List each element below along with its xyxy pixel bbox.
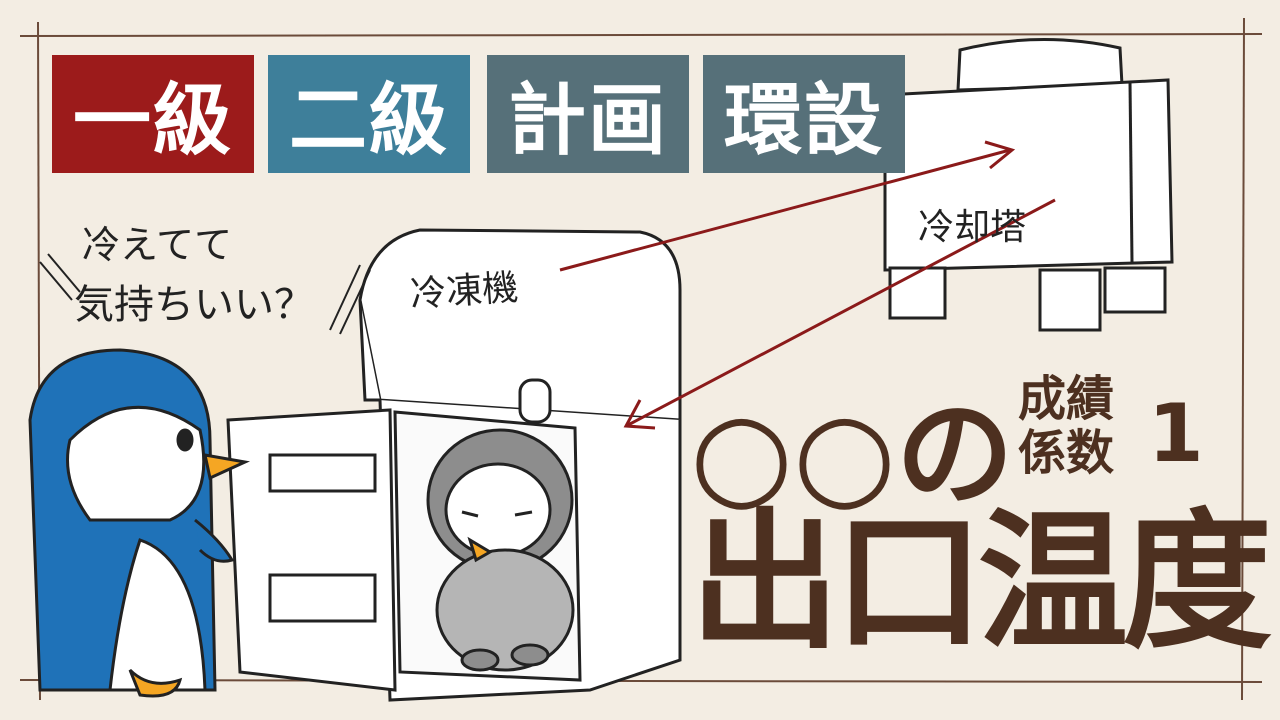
frame-lines — [19, 17, 1263, 701]
title-prefix: ○○の — [690, 385, 1014, 523]
cooling-tower-label: 冷却塔 — [918, 207, 1027, 248]
tag-keikaku: 計画 — [487, 55, 689, 173]
score-label: 成績 係数 1 — [1018, 371, 1204, 481]
emphasis-marks — [39, 253, 371, 335]
score-line-2: 係数 — [1018, 425, 1115, 481]
tag-ikkyu: 一級 — [52, 55, 254, 173]
penguin-chick-icon — [426, 428, 575, 672]
speech-line-2: 気持ちいい？ — [74, 282, 314, 328]
refrigerator-label: 冷凍機 — [408, 267, 520, 316]
page-title: 出口温度 — [690, 496, 1272, 670]
cooling-tower-icon — [883, 37, 1174, 332]
score-line-1: 成績 — [1018, 371, 1115, 427]
score-digit: 1 — [1148, 387, 1204, 480]
penguin-adult-icon — [28, 348, 251, 698]
tag-nikyu: 二級 — [268, 55, 470, 173]
speech-line-1: 冷えてて — [82, 223, 233, 267]
tag-kansetsu: 環設 — [703, 55, 905, 173]
arrow-icon — [559, 140, 1056, 430]
